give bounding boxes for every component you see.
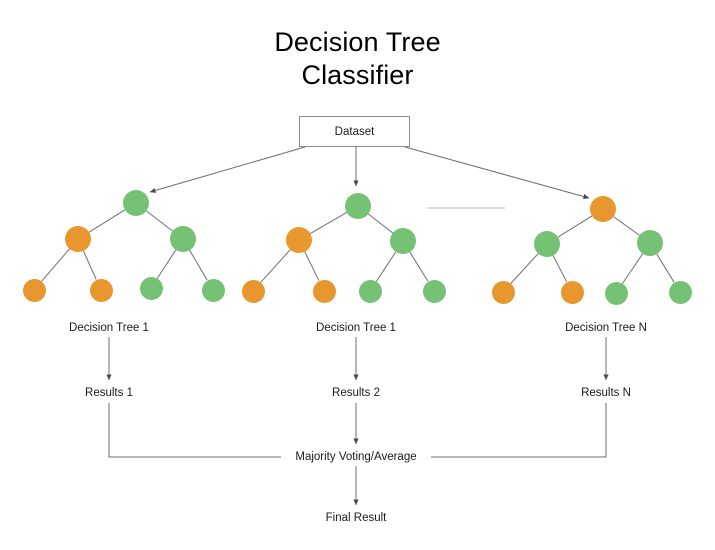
tree-3-node-leaf-1[interactable] [491,280,515,304]
page-title-line-1: Decision Tree [274,27,441,57]
tree-1-node-leaf-2[interactable] [89,278,113,302]
result-label-1: Results 1 [85,387,133,399]
final-result-label: Final Result [325,512,387,524]
tree-1-node-root[interactable] [123,190,149,216]
aggregation-bracket [108,403,607,506]
tree-1-node-leaf-1[interactable] [22,278,46,302]
tree-label-2: Decision Tree 1 [316,322,396,334]
tree-2-node-root[interactable] [345,193,371,219]
tree-2-node-internal-left[interactable] [286,227,312,253]
tree-2-node-leaf-3[interactable] [358,279,382,303]
tree-to-result-arrows [106,337,609,381]
dataset-box[interactable]: Dataset [299,116,410,147]
tree-2-node-internal-right[interactable] [390,228,416,254]
aggregator-label: Majority Voting/Average [281,450,431,464]
page-title-line-2: Classifier [301,60,414,90]
tree-3-node-internal-right[interactable] [637,230,663,256]
tree-3-node-leaf-4[interactable] [668,280,692,304]
result-label-2: Results 2 [332,387,380,399]
tree-label-1: Decision Tree 1 [69,322,149,334]
tree-1-node-leaf-4[interactable] [201,278,225,302]
tree-2-node-leaf-1[interactable] [241,279,265,303]
tree-label-3: Decision Tree N [565,322,647,334]
tree-3-node-leaf-2[interactable] [560,280,584,304]
tree-1-node-internal-right[interactable] [170,226,196,252]
tree-3-node-internal-left[interactable] [534,231,560,257]
result-label-3: Results N [581,387,631,399]
tree-1-node-leaf-3[interactable] [139,276,163,300]
tree-2-node-leaf-2[interactable] [312,279,336,303]
tree-1-node-internal-left[interactable] [65,226,91,252]
tree-3-node-root[interactable] [590,196,616,222]
tree-3-node-leaf-3[interactable] [604,281,628,305]
dataset-arrows [149,146,590,200]
tree-edges [41,209,675,284]
dataset-box-label: Dataset [334,125,375,138]
tree-2-node-leaf-4[interactable] [422,279,446,303]
